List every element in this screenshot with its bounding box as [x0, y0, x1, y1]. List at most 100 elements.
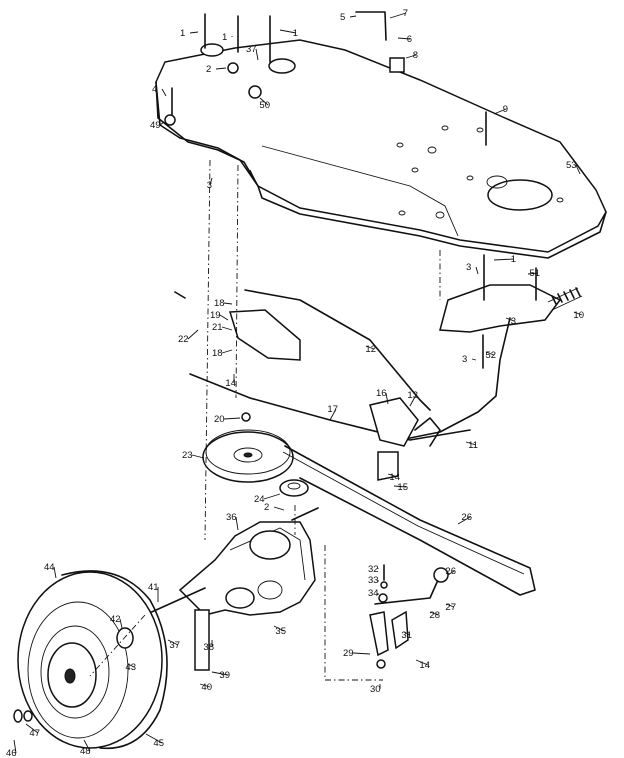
callout-2: 2: [206, 64, 227, 75]
callout-number: 45: [153, 738, 164, 749]
callout-number: 1: [222, 32, 227, 43]
leader-line: [485, 351, 495, 356]
callout-20: 20: [214, 414, 241, 425]
callout-19: 19: [210, 310, 229, 321]
callout-8: 8: [405, 50, 418, 61]
leader-line: [191, 454, 205, 459]
callout-4: 4: [152, 84, 167, 97]
callout-number: 15: [397, 482, 408, 493]
callout-17: 17: [327, 404, 338, 421]
rear-wheel: [13, 570, 168, 750]
leader-line: [219, 314, 229, 321]
callout-37: 37: [246, 44, 259, 61]
callout-number: 40: [201, 682, 212, 693]
callout-37: 37: [167, 639, 180, 651]
leader-line: [349, 15, 357, 18]
callout-number: 19: [210, 310, 221, 321]
leader-line: [352, 652, 371, 655]
callout-number: 18: [212, 348, 223, 359]
callout-24: 24: [254, 493, 281, 505]
callout-number: 3: [511, 316, 516, 327]
callout-49: 49: [150, 120, 165, 131]
callout-40: 40: [199, 682, 212, 693]
leader-line: [161, 88, 167, 97]
callout-5: 5: [340, 12, 357, 23]
leader-line: [223, 417, 241, 420]
callout-number: 42: [110, 614, 121, 625]
leader-line: [215, 67, 227, 70]
brake-linkage-bracket: [399, 254, 583, 441]
callout-number: 6: [407, 34, 412, 45]
leader-line: [575, 164, 581, 175]
callout-number: 3: [462, 354, 467, 365]
callout-28: 28: [429, 610, 440, 621]
leader-line: [53, 566, 57, 579]
leader-line: [209, 177, 213, 186]
leader-line: [199, 683, 211, 688]
leader-line: [221, 326, 233, 331]
callout-22: 22: [178, 329, 199, 345]
callout-3: 3: [466, 262, 479, 275]
callout-3: 3: [207, 177, 213, 191]
leader-line: [365, 345, 375, 350]
leader-line: [119, 618, 123, 629]
callout-12: 12: [365, 344, 376, 355]
leader-line: [397, 37, 411, 40]
callout-number: 17: [327, 404, 338, 415]
callout-number: 14: [419, 660, 430, 671]
callout-number: 27: [445, 602, 456, 613]
callout-number: 14: [225, 378, 236, 389]
leader-line: [13, 739, 17, 754]
callout-41: 41: [148, 582, 159, 602]
callout-number: 34: [368, 588, 379, 599]
callout-number: 2: [206, 64, 211, 75]
leader-line: [389, 12, 407, 19]
leader-line: [127, 663, 135, 668]
leader-line: [573, 311, 583, 316]
callout-2: 2: [264, 502, 285, 513]
callout-number: 44: [44, 562, 55, 573]
callout-number: 28: [429, 610, 440, 621]
callout-43: 43: [125, 662, 136, 673]
leader-line: [385, 392, 389, 405]
callout-18: 18: [212, 348, 233, 359]
callout-number: 46: [6, 748, 17, 758]
callout-33: 33: [368, 575, 379, 586]
callout-45: 45: [145, 733, 164, 749]
callout-3: 3: [462, 354, 477, 365]
leader-line: [25, 723, 39, 734]
callout-number: 1: [511, 254, 516, 265]
leader-line: [445, 603, 455, 608]
leader-line: [393, 485, 407, 488]
callout-16: 16: [376, 388, 389, 405]
callout-6: 6: [397, 34, 412, 45]
leader-line: [471, 358, 477, 361]
callout-13: 13: [407, 390, 418, 407]
leader-line: [329, 408, 337, 421]
callout-30: 30: [370, 684, 381, 695]
callout-11: 11: [465, 440, 478, 451]
callout-number: 5: [340, 12, 345, 23]
callout-14: 14: [415, 659, 430, 671]
callout-number: 33: [368, 575, 379, 586]
callout-1: 1: [180, 28, 199, 39]
callout-number: 13: [407, 390, 418, 401]
callout-44: 44: [44, 562, 57, 579]
callout-number: 1: [293, 28, 298, 39]
callout-26: 26: [457, 512, 472, 525]
callout-1: 1: [493, 254, 516, 265]
callout-number: 24: [254, 494, 265, 505]
leader-line: [387, 473, 399, 478]
callout-number: 48: [80, 746, 91, 757]
leader-line: [447, 570, 455, 576]
callout-31: 31: [401, 630, 412, 641]
leader-line: [273, 625, 285, 632]
callout-38: 38: [203, 640, 214, 653]
drive-pulleys: [202, 412, 309, 497]
leader-line: [273, 506, 285, 511]
callout-35: 35: [273, 625, 286, 637]
callout-46: 46: [6, 739, 17, 758]
callout-number: 16: [376, 388, 387, 399]
